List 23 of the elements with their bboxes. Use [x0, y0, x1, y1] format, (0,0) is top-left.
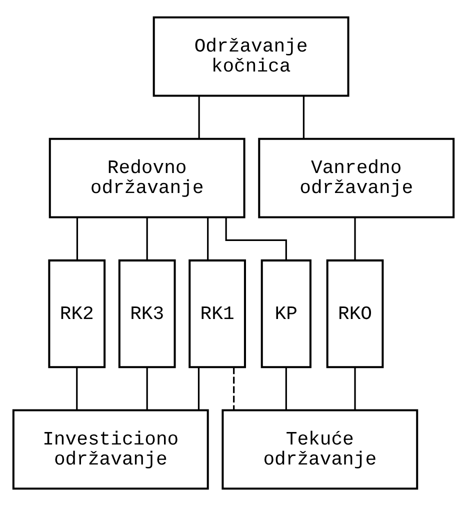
node-box: KP [260, 259, 312, 368]
connector [233, 367, 235, 410]
node-box: RK2 [48, 259, 106, 368]
connector [198, 96, 200, 139]
connector [285, 367, 287, 410]
node-box: RKO [326, 259, 384, 368]
connector [354, 367, 356, 410]
connector [146, 367, 148, 410]
node-box: Vanredno održavanje [258, 138, 455, 218]
node-box: Tekuće održavanje [222, 409, 418, 490]
connector [225, 217, 287, 260]
node-box: Investiciono održavanje [12, 409, 209, 490]
node-box: RK1 [188, 259, 246, 368]
connector [76, 367, 78, 410]
connector [207, 217, 209, 260]
connector [354, 217, 356, 260]
connector [76, 217, 78, 260]
connector [302, 96, 305, 139]
node-box: Redovno održavanje [48, 138, 246, 218]
node-box: RK3 [118, 259, 176, 368]
connector [146, 217, 148, 260]
node-box: Održavanje kočnica [152, 16, 350, 97]
connector [198, 367, 200, 410]
